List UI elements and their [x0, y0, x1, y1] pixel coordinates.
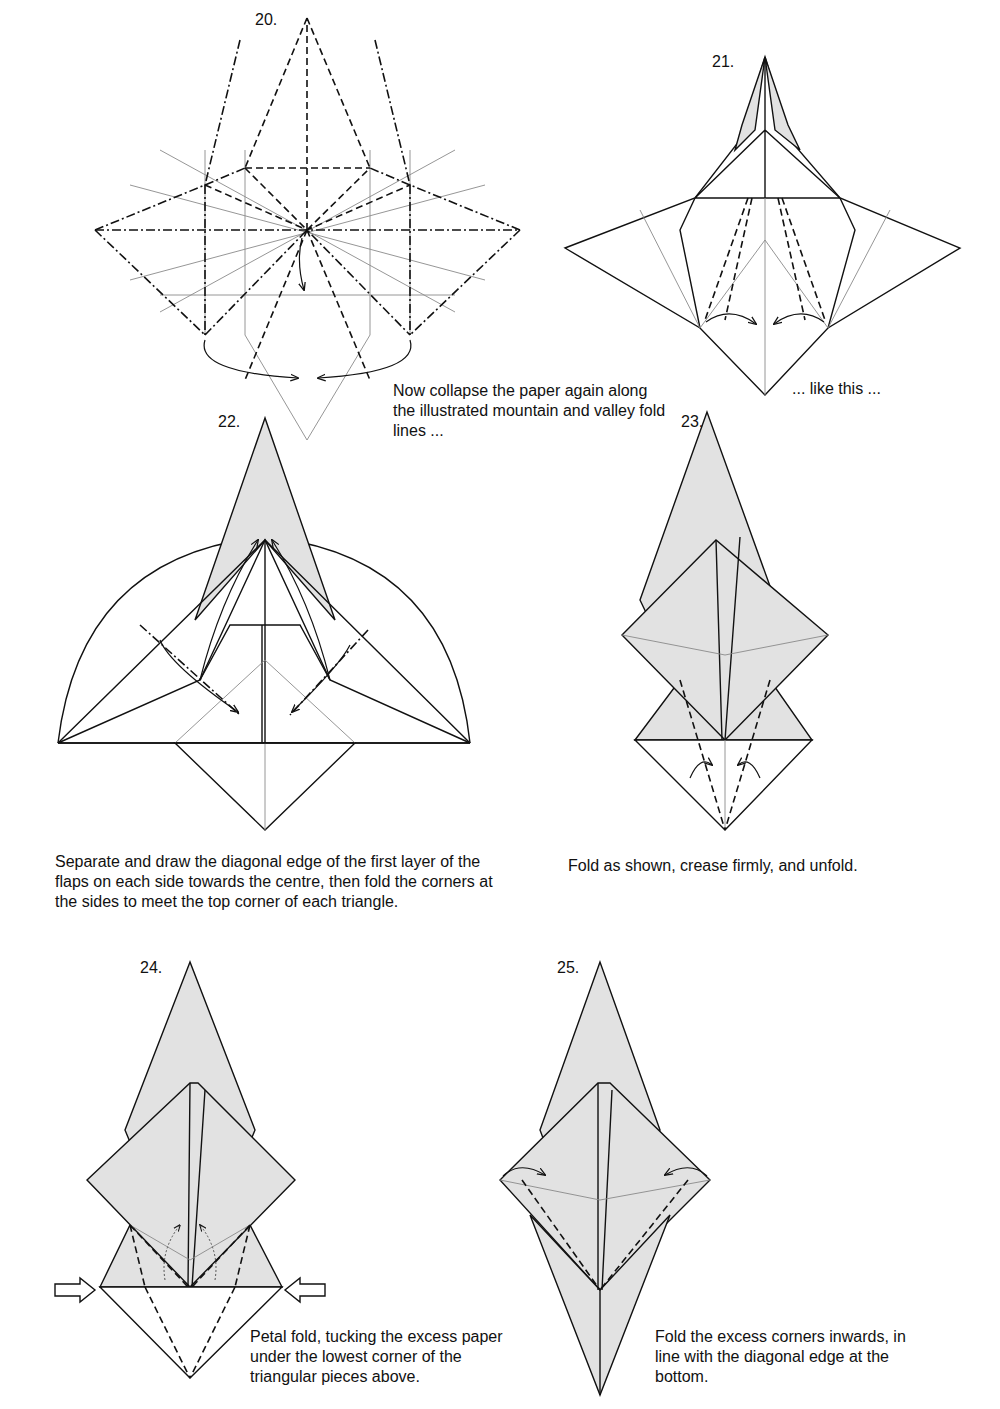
step-20-crease-pattern-part — [245, 18, 370, 380]
step-20-crease-pattern-part — [205, 230, 410, 335]
instruction-text: Fold the excess corners inwards, in line… — [655, 1327, 920, 1387]
step-22-flaps-part — [262, 540, 265, 743]
step-20-crease-pattern-part — [205, 168, 410, 230]
instruction-text: Separate and draw the diagonal edge of t… — [55, 852, 505, 912]
step-24-petal-fold-part — [285, 1278, 325, 1302]
step-21-collapse-part — [706, 314, 756, 324]
step-20-crease-pattern — [95, 18, 520, 440]
step-22-flaps-part — [290, 630, 368, 715]
instruction-text: Fold as shown, crease firmly, and unfold… — [568, 856, 878, 876]
step-number: 25. — [557, 958, 597, 978]
step-22-flaps-part — [272, 540, 330, 680]
step-22-flaps-part — [58, 742, 470, 743]
step-25-corners-part — [522, 1180, 688, 1290]
step-22-flaps — [58, 418, 470, 830]
step-25-corners-part — [598, 1083, 612, 1395]
step-23-crease-part — [635, 740, 812, 830]
step-25-corners-part — [500, 1083, 710, 1290]
step-21-collapse-part — [695, 57, 840, 198]
step-number: 24. — [140, 958, 180, 978]
step-24-petal-fold-part — [87, 1083, 295, 1287]
step-23-crease-part — [622, 540, 828, 740]
step-21-collapse-part — [774, 314, 824, 324]
step-21-collapse-part — [565, 57, 960, 395]
step-number: 20. — [255, 10, 295, 30]
step-20-crease-pattern-part — [204, 340, 298, 378]
step-24-petal-fold-part — [145, 1287, 235, 1378]
step-21-collapse-part — [765, 57, 800, 150]
step-number: 21. — [712, 52, 752, 72]
step-21-collapse — [565, 57, 960, 395]
step-21-collapse-part — [735, 57, 765, 150]
step-22-flaps-part — [58, 540, 470, 743]
step-20-crease-pattern-part — [95, 230, 520, 335]
step-22-flaps-part — [160, 640, 238, 712]
step-25-corners-part — [500, 1180, 710, 1200]
step-24-petal-fold — [55, 962, 325, 1378]
step-24-petal-fold-part — [200, 1225, 216, 1280]
step-23-crease-part — [680, 680, 770, 830]
step-24-petal-fold-part — [55, 1278, 95, 1302]
step-21-collapse-part — [705, 198, 825, 320]
step-22-flaps-part — [200, 540, 258, 680]
step-22-flaps-part — [58, 540, 470, 743]
step-23-crease-part — [622, 635, 828, 655]
step-25-corners-part — [665, 1168, 707, 1176]
instruction-text: ... like this ... — [792, 379, 922, 399]
step-20-crease-pattern-part — [299, 238, 304, 290]
step-22-flaps-part — [292, 645, 350, 712]
step-24-petal-fold-part — [130, 1225, 250, 1287]
step-23-crease — [622, 412, 828, 830]
step-24-petal-fold-part — [164, 1225, 180, 1280]
step-number: 23. — [681, 412, 721, 432]
step-20-crease-pattern-part — [95, 168, 520, 230]
step-21-collapse-part — [640, 198, 890, 395]
step-23-crease-part — [716, 537, 740, 740]
step-23-crease-part — [690, 762, 712, 778]
step-20-crease-pattern-part — [205, 150, 410, 335]
instruction-text: Now collapse the paper again along the i… — [393, 381, 668, 441]
step-21-collapse-part — [680, 198, 855, 328]
step-23-crease-part — [725, 740, 726, 830]
step-number: 22. — [218, 412, 258, 432]
step-22-flaps-part — [140, 625, 240, 715]
instruction-text: Petal fold, tucking the excess paper und… — [250, 1327, 525, 1387]
step-20-crease-pattern-part — [318, 340, 411, 378]
step-23-crease-part — [738, 762, 760, 778]
step-25-corners-part — [503, 1168, 545, 1176]
